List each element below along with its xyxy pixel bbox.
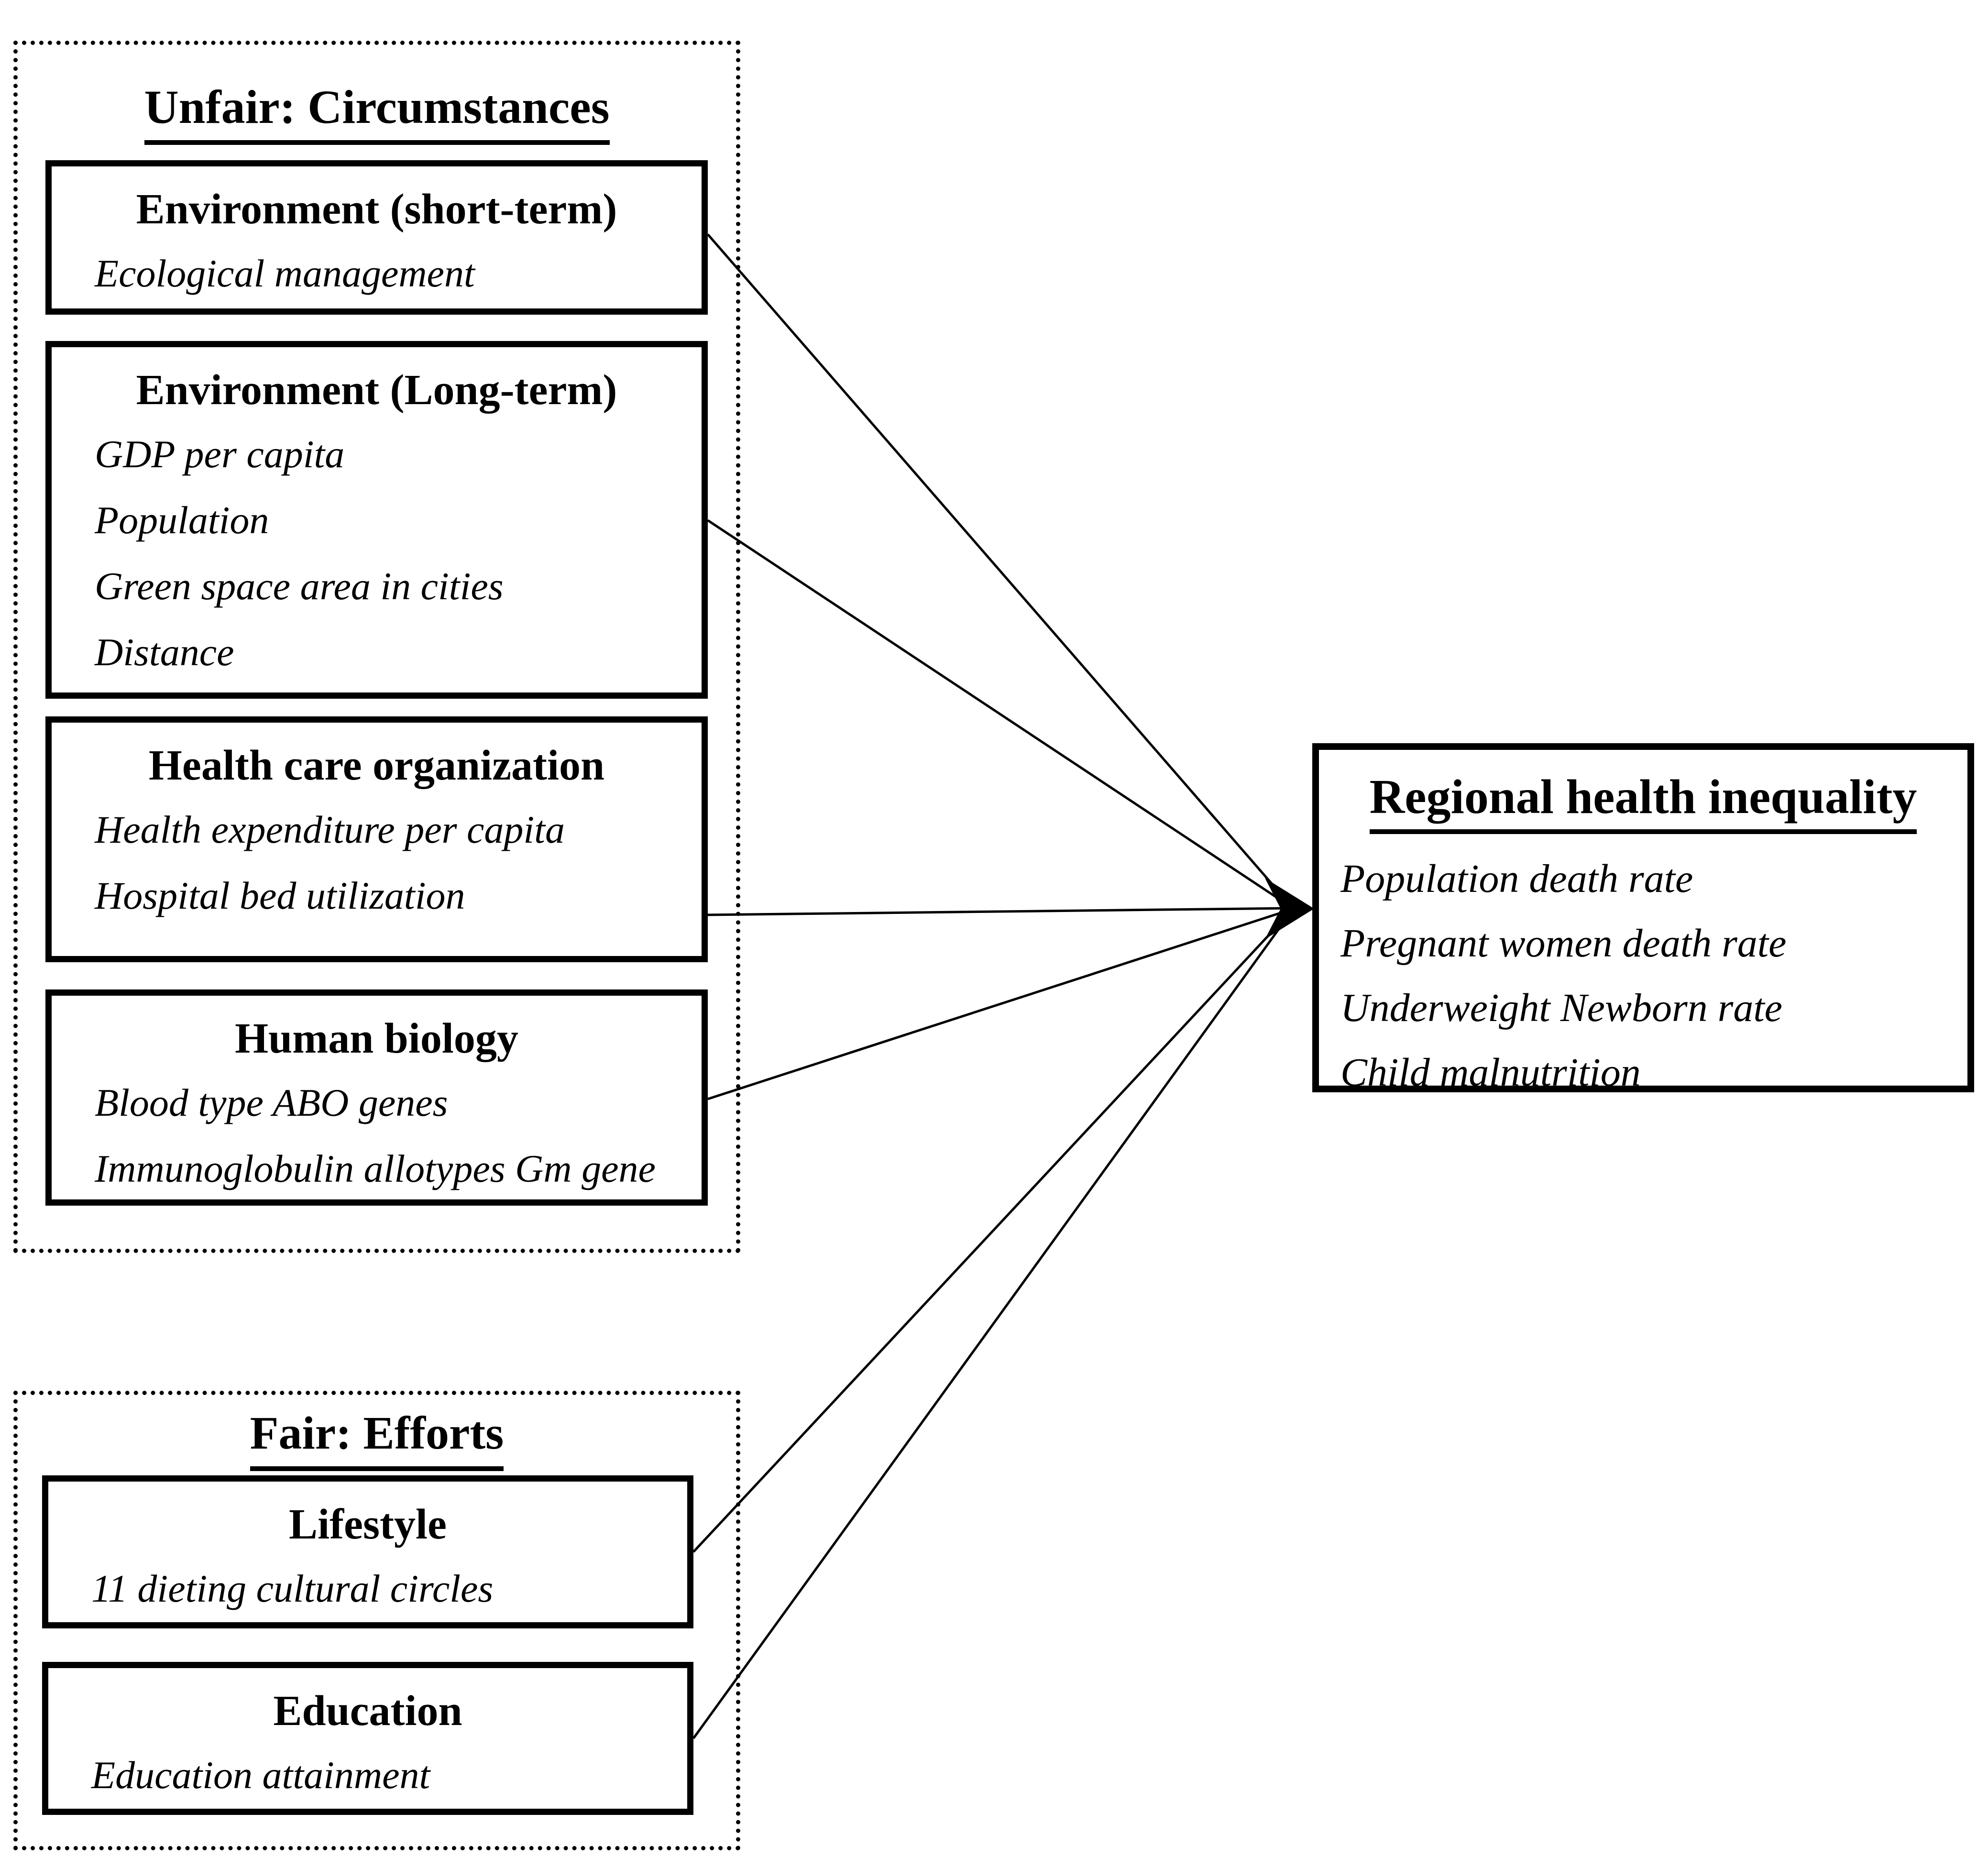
box-human-biology: Human biology Blood type ABO genes Immun…	[45, 989, 708, 1206]
arrow-line-education	[692, 910, 1294, 1739]
box-item: Population	[95, 498, 269, 542]
box-title: Environment (Long-term)	[136, 366, 617, 414]
box-item-list: GDP per capita Population Green space ar…	[95, 421, 692, 685]
outcome-item: Pregnant women death rate	[1340, 921, 1787, 966]
unfair-group-title-text: Unfair: Circumstances	[144, 79, 610, 145]
box-lifestyle: Lifestyle 11 dieting cultural circles	[42, 1475, 693, 1628]
box-item-list: Ecological management	[95, 241, 692, 307]
box-environment-short-term: Environment (short-term) Ecological mana…	[45, 160, 708, 315]
outcome-title: Regional health inequality	[1329, 770, 1958, 835]
box-title: Human biology	[235, 1015, 518, 1062]
box-item: Green space area in cities	[95, 564, 504, 608]
outcome-item: Population death rate	[1340, 857, 1693, 901]
box-item-list: Blood type ABO genes Immunoglobulin allo…	[95, 1070, 692, 1202]
outcome-title-text: Regional health inequality	[1369, 770, 1917, 835]
box-item: 11 dieting cultural circles	[91, 1566, 494, 1610]
fair-group-title: Fair: Efforts	[18, 1406, 736, 1471]
box-item: GDP per capita	[95, 432, 345, 476]
box-item: Ecological management	[95, 251, 475, 295]
arrow-line-lifestyle	[692, 909, 1293, 1553]
box-item: Blood type ABO genes	[95, 1080, 448, 1124]
outcome-item: Child malnutrition	[1340, 1050, 1641, 1095]
box-health-care-organization: Health care organization Health expendit…	[45, 716, 708, 962]
box-item: Hospital bed utilization	[95, 873, 465, 917]
box-education: Education Education attainment	[42, 1662, 693, 1815]
box-title: Health care organization	[148, 742, 605, 789]
box-item-list: Education attainment	[91, 1742, 678, 1808]
box-title: Education	[273, 1687, 462, 1735]
arrow-line-env-short	[707, 233, 1293, 908]
box-title: Environment (short-term)	[136, 186, 617, 233]
arrowhead	[1265, 878, 1314, 939]
box-item: Distance	[95, 630, 234, 674]
box-regional-health-inequality: Regional health inequality Population de…	[1312, 743, 1974, 1095]
box-item-list: Health expenditure per capita Hospital b…	[95, 797, 692, 929]
outcome-item-list: Population death rate Pregnant women dea…	[1340, 846, 1958, 1105]
arrow-line-human-biology	[707, 908, 1293, 1100]
box-item: Education attainment	[91, 1753, 430, 1797]
box-item: Immunoglobulin allotypes Gm gene	[95, 1146, 656, 1190]
box-item: Health expenditure per capita	[95, 807, 565, 851]
arrow-line-health-care	[707, 907, 1293, 916]
unfair-group-title: Unfair: Circumstances	[18, 79, 736, 145]
box-title: Lifestyle	[289, 1501, 447, 1548]
box-item-list: 11 dieting cultural circles	[91, 1556, 678, 1622]
fair-group-title-text: Fair: Efforts	[250, 1406, 504, 1471]
box-environment-long-term: Environment (Long-term) GDP per capita P…	[45, 341, 708, 699]
arrow-line-env-long	[707, 519, 1293, 909]
outcome-item: Underweight Newborn rate	[1340, 986, 1782, 1031]
